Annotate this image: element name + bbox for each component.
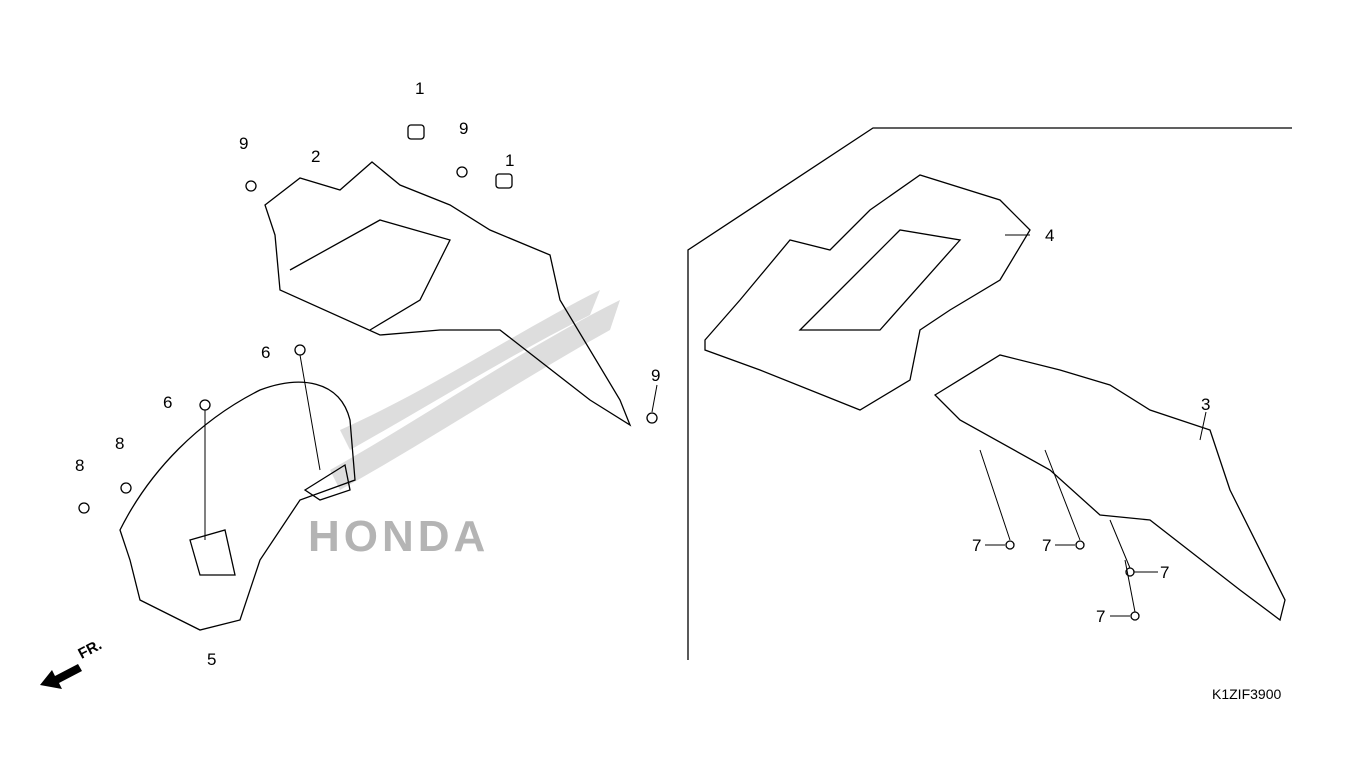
fasteners <box>78 124 1140 621</box>
callout-7: 7 <box>972 536 982 555</box>
callout-7: 7 <box>1160 563 1170 582</box>
callout-2: 2 <box>311 147 321 166</box>
part-5-inner-fender <box>119 381 356 631</box>
callout-6: 6 <box>163 393 173 412</box>
callout-9: 9 <box>651 366 661 385</box>
callout-1: 1 <box>505 151 515 170</box>
honda-wing-watermark <box>330 290 620 490</box>
diagram-code: K1ZIF3900 <box>1212 686 1282 702</box>
callout-9: 9 <box>459 119 469 138</box>
leader-lines <box>204 234 1207 617</box>
callout-9: 9 <box>239 134 249 153</box>
part-4-tray <box>704 174 1031 411</box>
callout-6: 6 <box>261 343 271 362</box>
part-3-rear-fender-lower <box>933 354 1286 622</box>
callout-8: 8 <box>115 434 125 453</box>
callout-4: 4 <box>1045 226 1055 245</box>
front-arrow-icon <box>40 664 82 689</box>
callout-5: 5 <box>207 650 217 669</box>
callout-7: 7 <box>1042 536 1052 555</box>
inset-frame <box>687 127 1292 660</box>
callout-8: 8 <box>75 456 85 475</box>
callout-3: 3 <box>1201 395 1211 414</box>
part-2-rear-fender-upper <box>264 161 632 427</box>
callout-1: 1 <box>415 79 425 98</box>
callout-7: 7 <box>1096 607 1106 626</box>
honda-watermark-text: HONDA <box>308 512 490 561</box>
